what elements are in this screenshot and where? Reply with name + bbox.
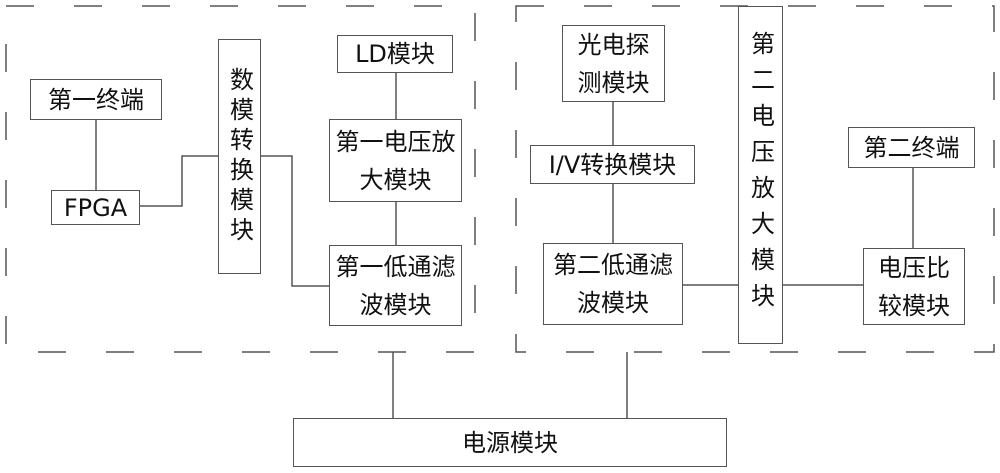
lpf1-block: 第一低通滤波模块 — [329, 245, 462, 326]
wire-dac-lpf1 — [261, 155, 329, 287]
fpga-block: FPGA — [51, 190, 140, 225]
iv-block: I/V转换模块 — [530, 145, 695, 184]
photodetector-block: 光电探测模块 — [562, 25, 665, 102]
terminal1-block: 第一终端 — [30, 79, 162, 120]
dac-block: 数模转换模块 — [218, 39, 261, 274]
lpf2-block: 第二低通滤波模块 — [543, 243, 683, 325]
comparator-block: 电压比较模块 — [863, 248, 965, 325]
terminal2-block: 第二终端 — [848, 127, 975, 168]
power-block: 电源模块 — [293, 418, 727, 467]
amp2-block: 第二电压放大模块 — [738, 6, 783, 344]
amp1-block: 第一电压放大模块 — [329, 119, 462, 202]
wire-fpga-dac — [140, 155, 218, 207]
ld-block: LD模块 — [337, 35, 453, 73]
